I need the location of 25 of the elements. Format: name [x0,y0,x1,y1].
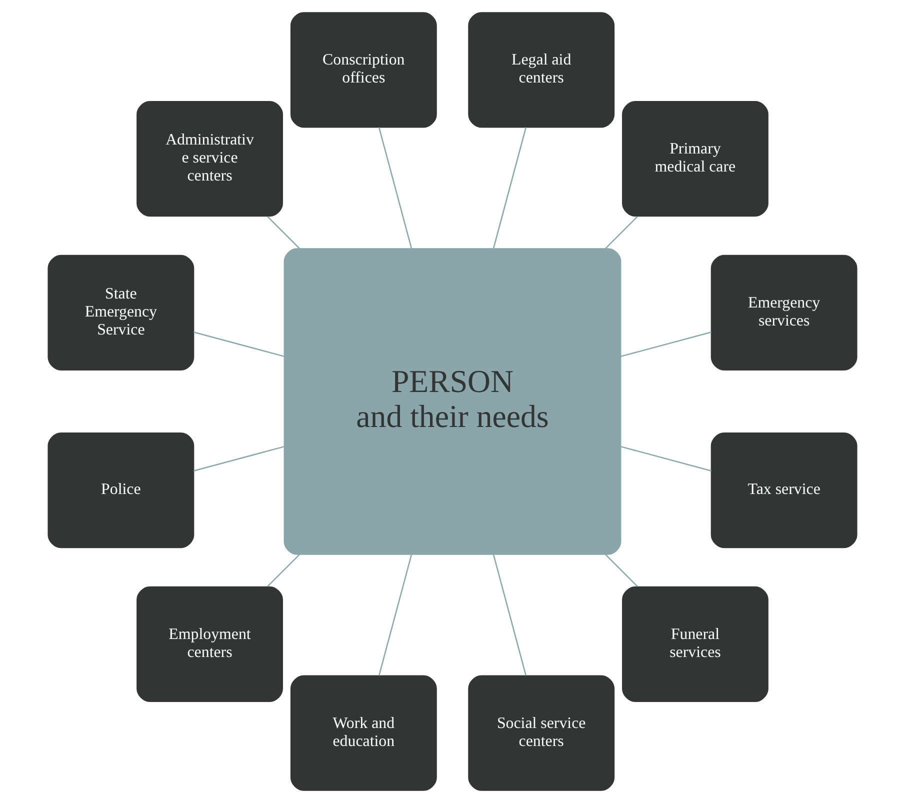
node-box: Employment centers [136,586,283,702]
connector [620,446,712,472]
connector [194,332,284,358]
connector [378,127,412,248]
connector [492,127,527,248]
node-box: PERSON and their needs [284,248,622,555]
connector [378,554,412,676]
node-box: Police [48,432,194,548]
node-box: Legal aid centers [468,12,615,128]
connector [194,446,284,472]
node-box: State Emergency Service [48,254,194,370]
node-box: Social service centers [468,675,615,791]
node-box: Conscription offices [290,12,437,128]
connector [620,332,712,358]
node-box: Tax service [710,432,858,548]
connector [492,554,527,676]
node-box: Funeral services [622,586,768,702]
node-box: Emergency services [710,254,858,370]
connector [267,554,300,587]
node-box: Primary medical care [622,100,768,217]
connector [267,216,300,249]
node-box: Administrativ e service centers [136,100,283,217]
connector [605,216,638,249]
node-box: Work and education [290,675,437,791]
connector [605,554,638,587]
